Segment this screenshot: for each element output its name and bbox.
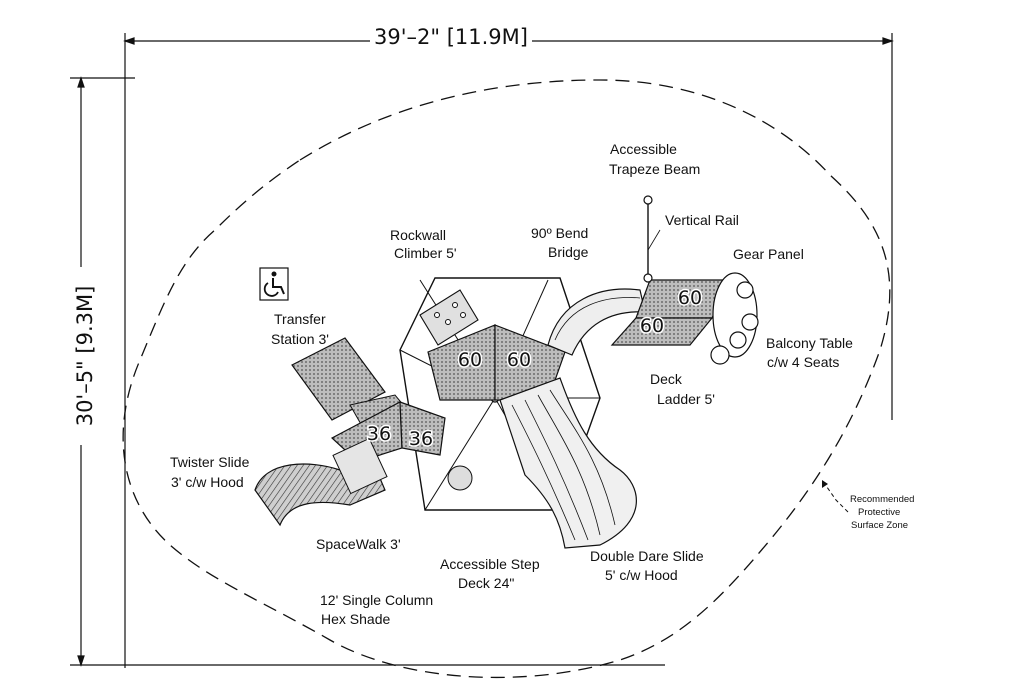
rockwall-climber xyxy=(419,289,479,346)
label-surface-zone-line1: Recommended xyxy=(850,494,915,505)
deck-36-right xyxy=(399,401,446,456)
label-double-dare-line1: Double Dare Slide xyxy=(590,548,704,564)
twister-slide-hood xyxy=(332,437,388,495)
width-dimension-label: 39'–2" [11.9M] xyxy=(370,25,532,49)
label-step-deck-line1: Accessible Step xyxy=(440,556,540,572)
deck-height-60-d: 60 xyxy=(640,315,664,337)
label-transfer-station-line1: Transfer xyxy=(274,311,326,327)
label-twister-slide-line1: Twister Slide xyxy=(170,454,250,470)
label-trapeze-beam-line2: Trapeze Beam xyxy=(609,161,701,177)
label-surface-zone-line2: Protective xyxy=(858,507,901,518)
label-bend-bridge-line2: Bridge xyxy=(548,244,589,260)
surface-zone-leader xyxy=(821,479,849,513)
deck-height-60-c: 60 xyxy=(678,287,702,309)
vertical-rail-leader xyxy=(647,229,661,251)
label-twister-slide-line2: 3' c/w Hood xyxy=(171,474,244,490)
balcony-seat-2 xyxy=(741,313,759,331)
deck-height-60-a: 60 xyxy=(458,349,482,371)
label-gear-panel: Gear Panel xyxy=(733,246,804,262)
label-deck-ladder-line2: Ladder 5' xyxy=(657,391,715,407)
label-bend-bridge-line1: 90º Bend xyxy=(531,225,589,241)
step-deck-circle xyxy=(447,465,473,491)
wheelchair-accessibility-icon xyxy=(259,267,289,301)
depth-dimension-label: 30'–5" [9.3M] xyxy=(73,267,97,445)
label-hex-shade-line1: 12' Single Column xyxy=(320,592,434,608)
label-trapeze-beam-line1: Accessible xyxy=(610,141,677,157)
double-dare-slide xyxy=(499,377,637,549)
bend-bridge xyxy=(547,288,646,356)
deck-60-lower xyxy=(610,317,714,346)
deck-height-36-a: 36 xyxy=(367,423,391,445)
balcony-seat-4 xyxy=(736,281,754,299)
label-spacewalk: SpaceWalk 3' xyxy=(316,536,401,552)
label-rockwall-line1: Rockwall xyxy=(390,227,447,243)
label-balcony-table-line2: c/w 4 Seats xyxy=(767,354,840,370)
label-balcony-table-line1: Balcony Table xyxy=(766,335,853,351)
label-step-deck-line2: Deck 24" xyxy=(458,575,515,591)
label-vertical-rail: Vertical Rail xyxy=(665,212,739,228)
label-surface-zone-line3: Surface Zone xyxy=(851,520,909,531)
balcony-seat-1 xyxy=(710,345,730,365)
label-hex-shade-line2: Hex Shade xyxy=(321,611,391,627)
label-rockwall-line2: Climber 5' xyxy=(394,245,457,261)
label-double-dare-line2: 5' c/w Hood xyxy=(605,567,678,583)
deck-height-60-b: 60 xyxy=(507,349,531,371)
balcony-seat-3 xyxy=(729,331,747,349)
label-transfer-station-line2: Station 3' xyxy=(271,331,329,347)
transfer-station-deck xyxy=(291,337,386,421)
deck-height-36-b: 36 xyxy=(409,428,433,450)
label-deck-ladder-line1: Deck xyxy=(650,371,682,387)
